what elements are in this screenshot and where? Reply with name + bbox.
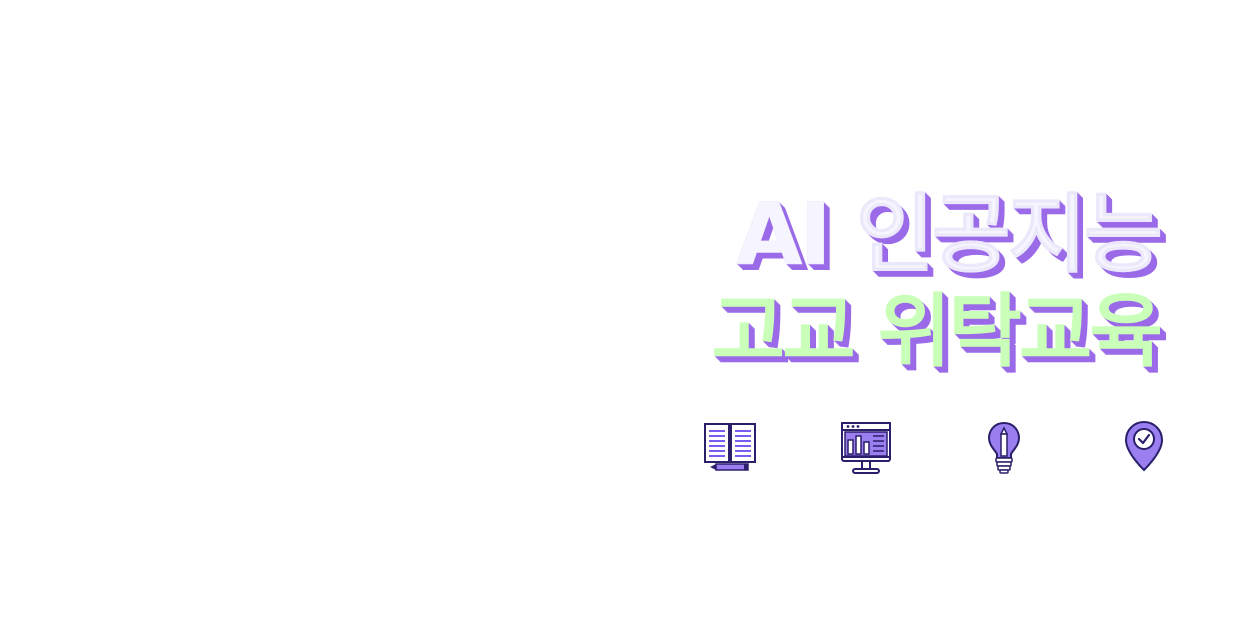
title-line-1: AI 인공지능 xyxy=(736,185,1163,285)
title-line-2: 고교 위탁교육 xyxy=(711,285,1163,378)
headline: AI 인공지능 고교 위탁교육 xyxy=(711,185,1164,382)
lightbulb-icon xyxy=(976,420,1032,476)
open-book-icon xyxy=(702,420,758,476)
location-check-icon xyxy=(1116,420,1172,476)
monitor-chart-icon xyxy=(838,420,894,476)
feature-icon-row xyxy=(700,420,1170,476)
